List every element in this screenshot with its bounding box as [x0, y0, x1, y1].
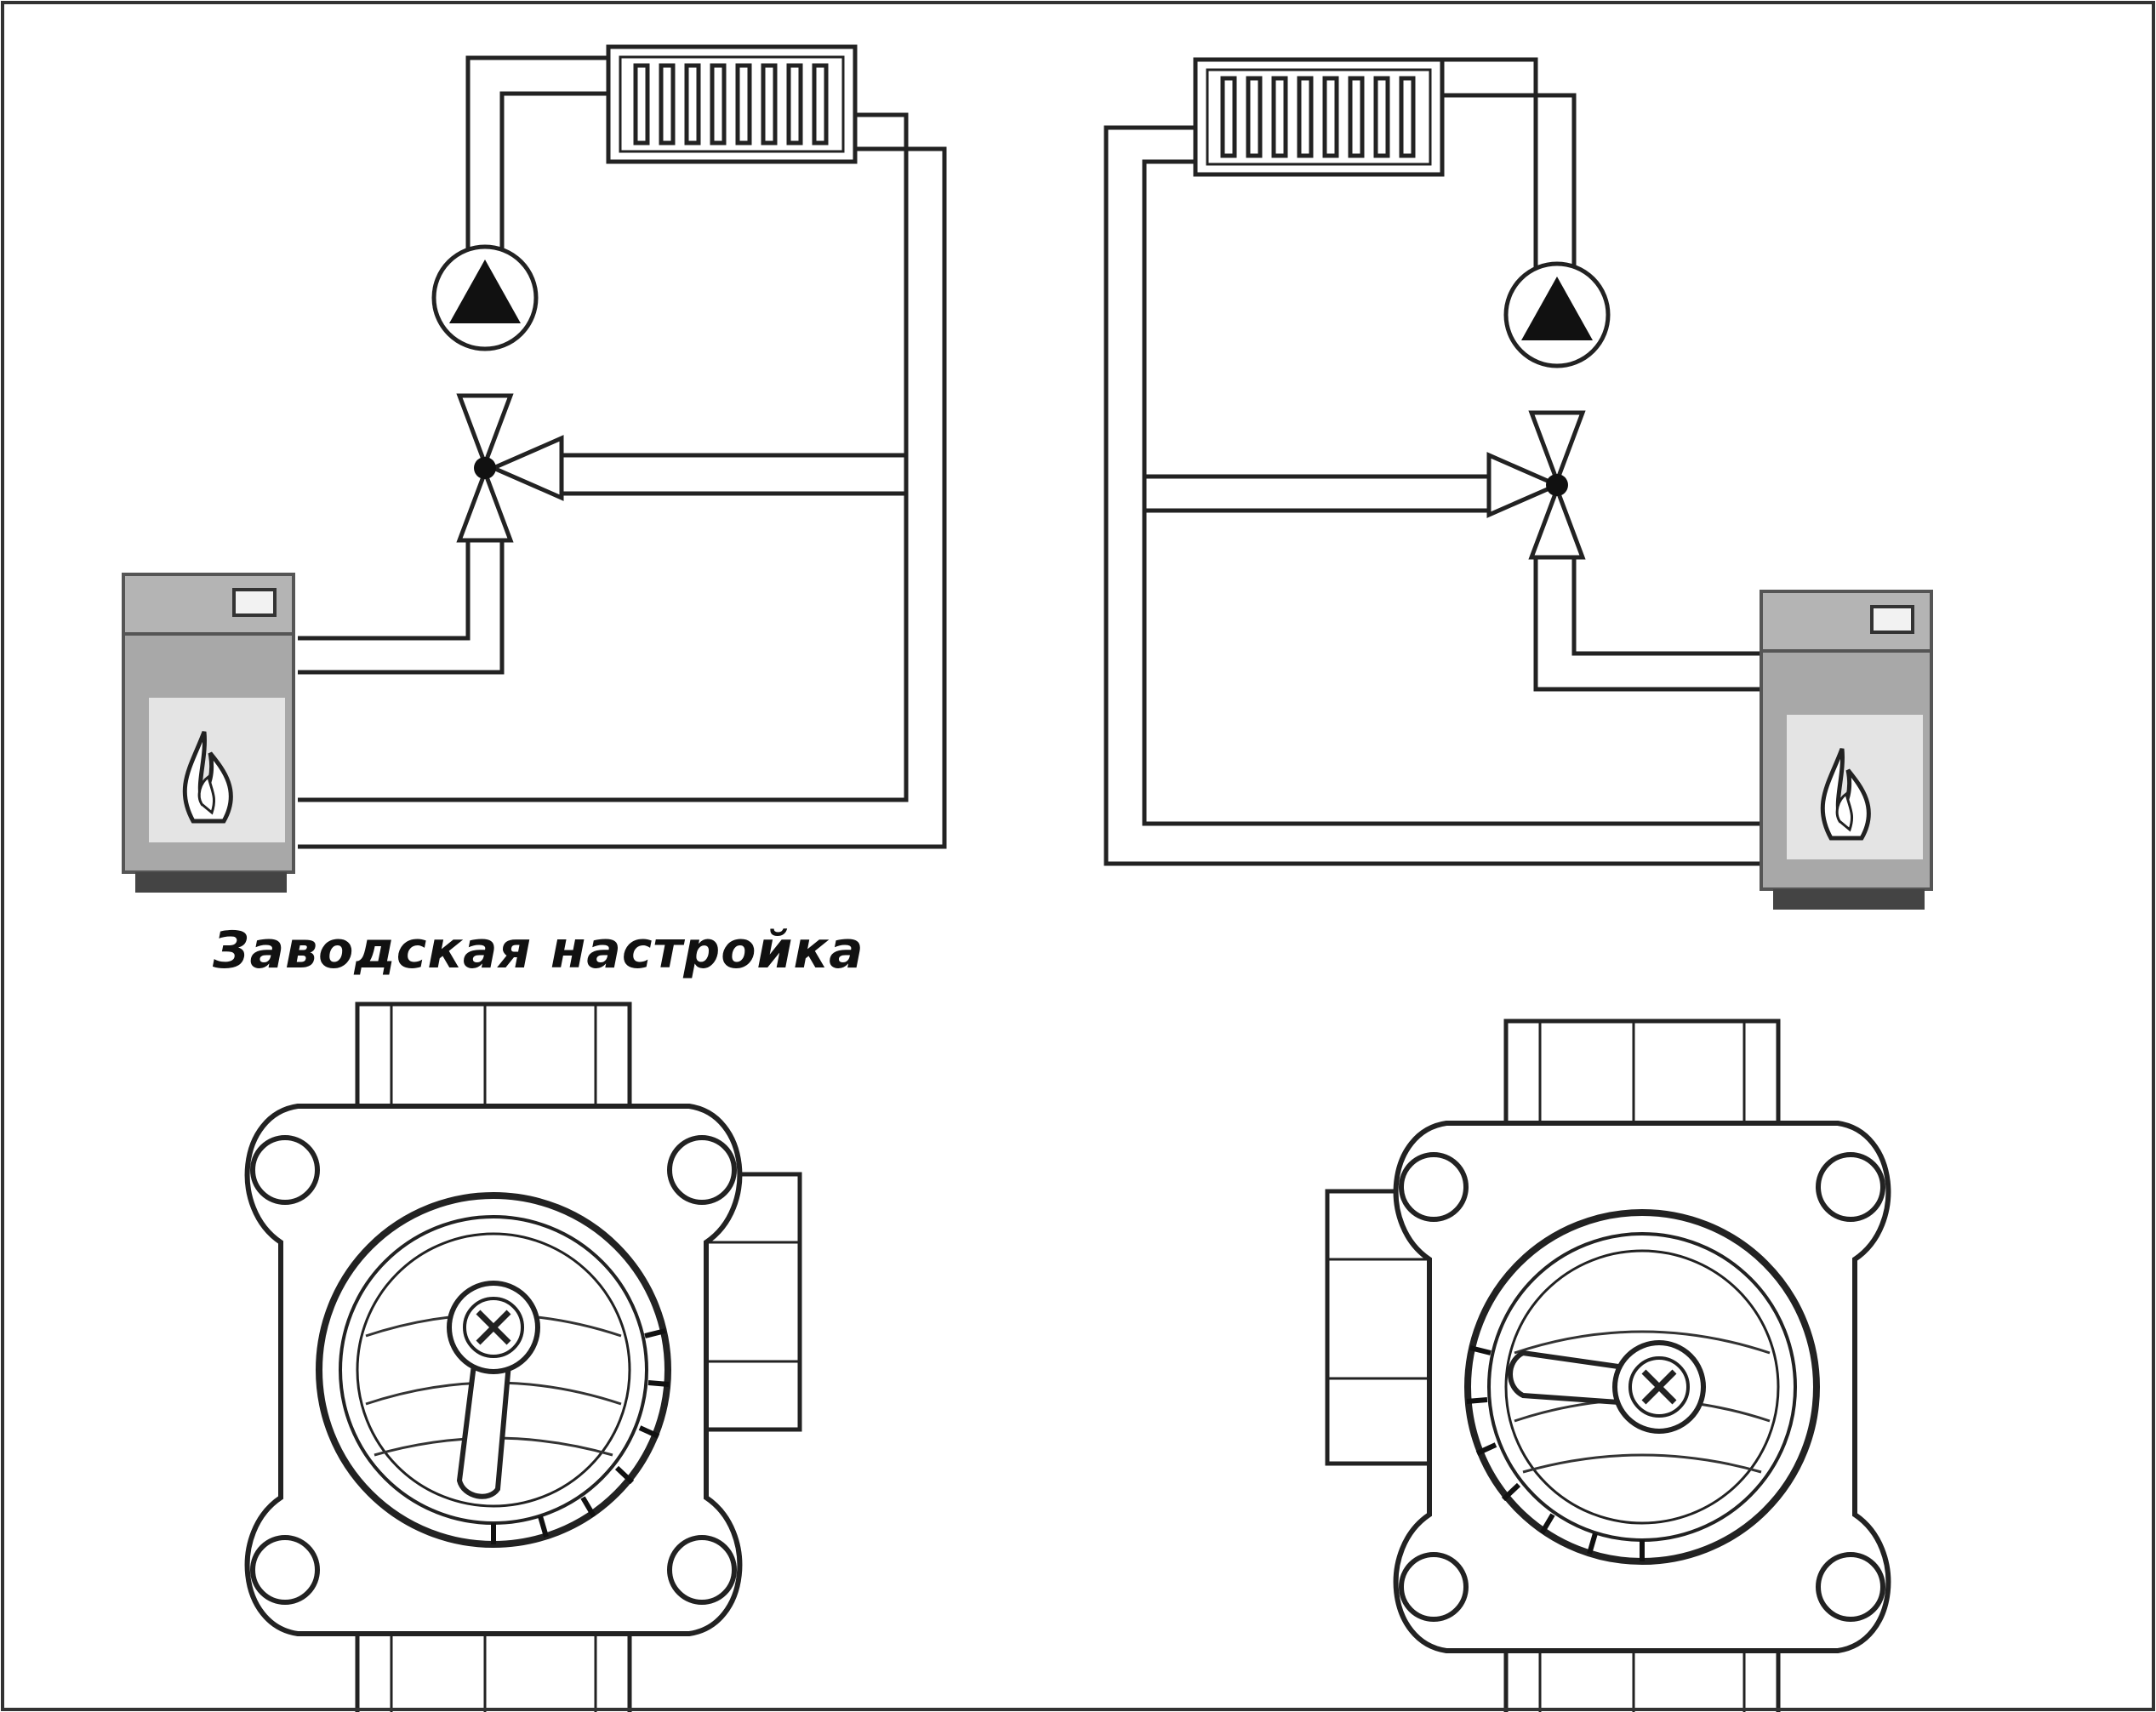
- radiator-icon: [608, 47, 855, 162]
- radiator-icon: [1195, 60, 1442, 174]
- three-way-valve-icon: [456, 393, 564, 543]
- left-scheme: [123, 47, 947, 893]
- boiler-icon: [1761, 591, 1931, 910]
- mixing-valve-right: [1325, 1021, 1888, 1712]
- mixing-valve-left: [248, 1004, 802, 1712]
- mixing-valve-handle-icon: [1508, 1340, 1706, 1434]
- three-way-valve-icon: [1486, 410, 1586, 560]
- right-scheme: [1104, 57, 1931, 910]
- pump-icon: [1506, 264, 1608, 366]
- pump-icon: [434, 247, 536, 349]
- boiler-icon: [123, 574, 294, 893]
- mixing-valve-handle-icon: [447, 1281, 540, 1499]
- factory-setting-caption: Заводская настройка: [213, 921, 864, 980]
